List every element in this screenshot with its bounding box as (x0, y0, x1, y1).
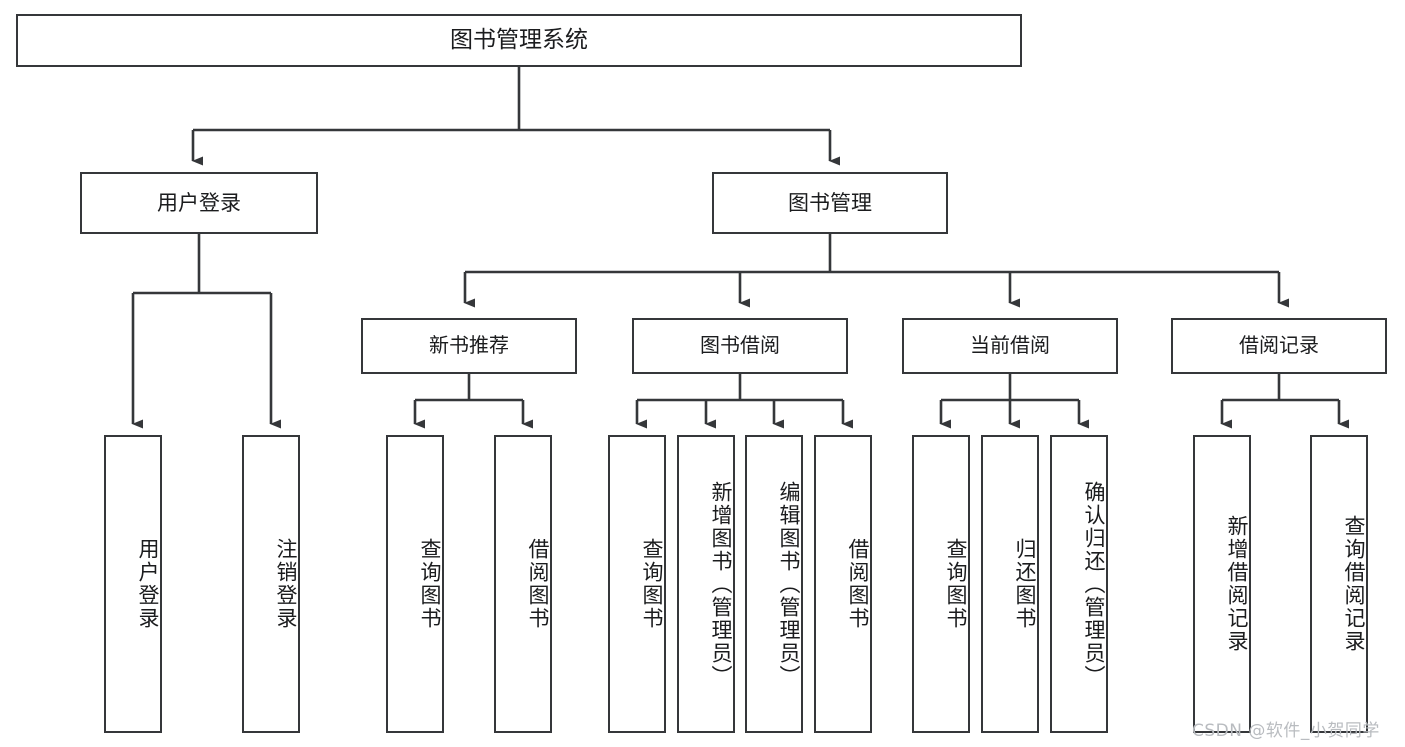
node-book-borrowing[interactable]: 图书借阅 (632, 318, 848, 374)
leaf-return-books[interactable]: 归还图书 (981, 435, 1039, 733)
leaf-confirm-return-admin[interactable]: 确认归还（管理员） (1050, 435, 1108, 733)
leaf-label: 借阅图书 (526, 538, 550, 630)
leaf-label: 借阅图书 (846, 538, 870, 630)
node-root-system[interactable]: 图书管理系统 (16, 14, 1022, 67)
leaf-borrow-books[interactable]: 借阅图书 (814, 435, 872, 733)
leaf-query-books-newbook[interactable]: 查询图书 (386, 435, 444, 733)
leaf-add-borrow-record[interactable]: 新增借阅记录 (1193, 435, 1251, 733)
csdn-watermark: CSDN @软件_小贺同学 (1192, 721, 1380, 741)
leaf-label: 查询图书 (418, 538, 442, 630)
node-book-management[interactable]: 图书管理 (712, 172, 948, 234)
leaf-query-borrow-record[interactable]: 查询借阅记录 (1310, 435, 1368, 733)
node-user-login[interactable]: 用户登录 (80, 172, 318, 234)
leaf-add-book-admin[interactable]: 新增图书（管理员） (677, 435, 735, 733)
leaf-user-login[interactable]: 用户登录 (104, 435, 162, 733)
leaf-borrow-books-newbook[interactable]: 借阅图书 (494, 435, 552, 733)
leaf-label: 注销登录 (274, 538, 298, 630)
leaf-query-books-current[interactable]: 查询图书 (912, 435, 970, 733)
leaf-query-books-borrow[interactable]: 查询图书 (608, 435, 666, 733)
leaf-edit-book-admin[interactable]: 编辑图书（管理员） (745, 435, 803, 733)
leaf-label: 查询图书 (640, 538, 664, 630)
leaf-label: 查询借阅记录 (1342, 515, 1366, 653)
leaf-label: 新增借阅记录 (1225, 515, 1249, 653)
node-current-borrowing[interactable]: 当前借阅 (902, 318, 1118, 374)
leaf-label: 用户登录 (136, 538, 160, 630)
leaf-label: 确认归还（管理员） (1082, 480, 1106, 688)
node-borrowing-records[interactable]: 借阅记录 (1171, 318, 1387, 374)
leaf-logout[interactable]: 注销登录 (242, 435, 300, 733)
leaf-label: 编辑图书（管理员） (777, 480, 801, 688)
leaf-label: 查询图书 (944, 538, 968, 630)
node-new-book-recommendation[interactable]: 新书推荐 (361, 318, 577, 374)
leaf-label: 新增图书（管理员） (709, 480, 733, 688)
leaf-label: 归还图书 (1013, 538, 1037, 630)
